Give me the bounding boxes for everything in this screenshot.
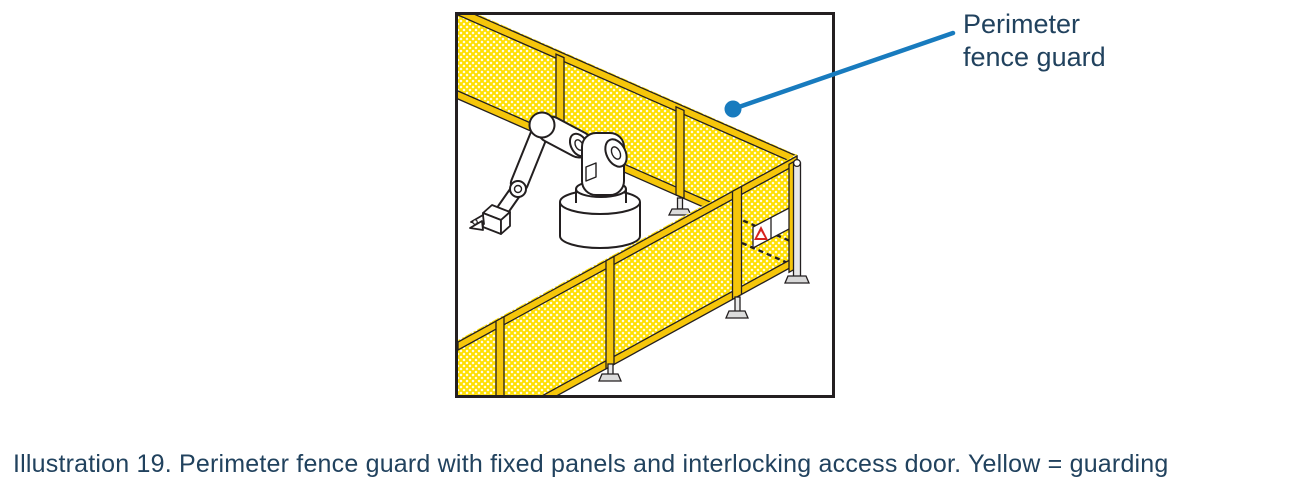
post-foot bbox=[784, 275, 810, 284]
corner-post bbox=[784, 158, 810, 284]
callout-line-2: fence guard bbox=[963, 42, 1106, 72]
robot-base bbox=[559, 202, 641, 249]
fence-post bbox=[675, 105, 685, 200]
robot-arm bbox=[469, 111, 641, 249]
hidden-edge-dashes bbox=[734, 215, 798, 269]
caption-text: Illustration 19. Perimeter fence guard w… bbox=[13, 450, 1169, 478]
illustration-frame bbox=[455, 12, 835, 398]
post-foot bbox=[676, 197, 684, 210]
fence-guard-illustration bbox=[458, 15, 810, 395]
fence-post bbox=[495, 315, 505, 395]
robot-gripper bbox=[469, 204, 511, 235]
post-foot bbox=[725, 310, 749, 319]
post-foot bbox=[598, 373, 622, 382]
callout-line-1: Perimeter bbox=[963, 9, 1081, 39]
post-foot bbox=[734, 296, 741, 313]
callout-label: Perimeter fence guard bbox=[963, 8, 1106, 74]
access-door-post bbox=[731, 185, 743, 301]
fence-post bbox=[605, 255, 615, 370]
front-fence-wall bbox=[458, 154, 798, 395]
